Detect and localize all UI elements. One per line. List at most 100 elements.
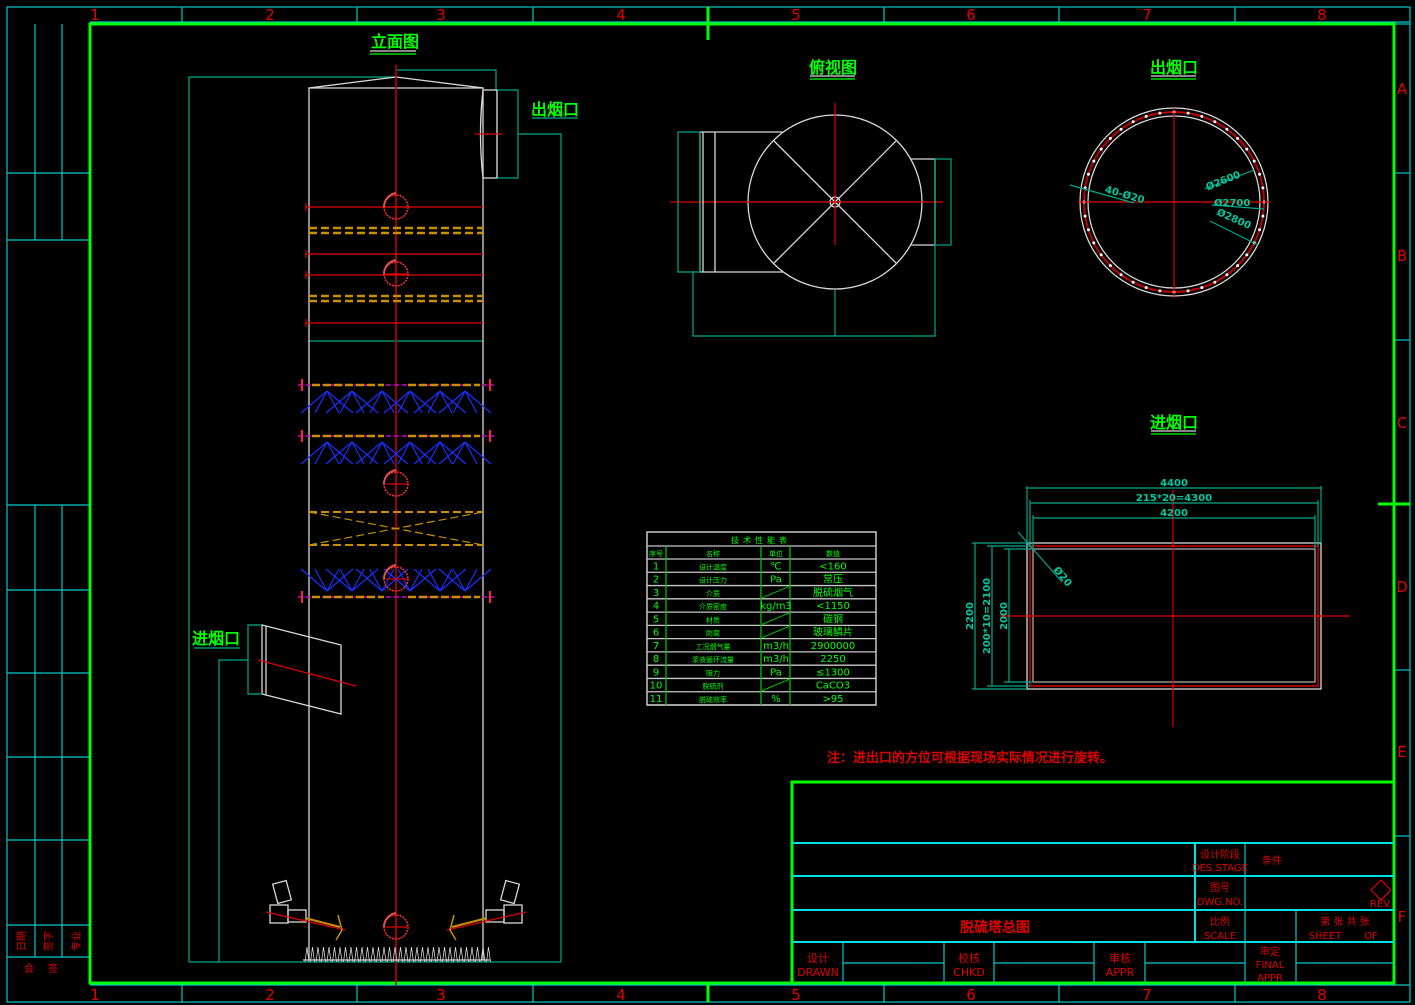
- sparger-tooth: [381, 946, 387, 963]
- grid-column-label: 6: [966, 986, 976, 1004]
- bolt-hole-icon: [1225, 127, 1229, 131]
- bolt-hole-icon: [1225, 273, 1229, 277]
- spray-cone-line: [439, 441, 467, 465]
- sparger-tooth: [370, 946, 376, 963]
- spray-cone-line: [381, 441, 409, 465]
- drawing-title: 脱硫塔总图: [960, 919, 1030, 936]
- spray-cone-line: [351, 390, 379, 414]
- table-slash: [761, 586, 790, 599]
- elevation-outlet-label: 出烟口: [531, 100, 579, 119]
- dwg-no-en: DWG.NO.: [1197, 897, 1244, 908]
- table-cell: 2250: [820, 654, 845, 665]
- table-cell: 9: [653, 667, 659, 678]
- table-cell: Pa: [770, 575, 782, 586]
- bolt-hole-icon: [1119, 127, 1123, 131]
- spray-cone-line: [409, 568, 437, 592]
- table-header: 名称: [706, 549, 720, 558]
- spray-cone-line: [439, 568, 467, 592]
- table-cell: m3/h: [763, 641, 789, 652]
- final-en2: APPR: [1257, 973, 1283, 984]
- elevation-view: 立面图 出烟口 进烟口: [188, 32, 579, 985]
- table-cell: 脱硫剂: [703, 682, 724, 691]
- inlet-width-bolt-dim: 215*20=4300: [1136, 493, 1212, 504]
- table-cell: m3/h: [763, 654, 789, 665]
- table-cell: 3: [653, 588, 659, 599]
- spray-cone-line: [325, 568, 353, 592]
- table-cell: 2900000: [811, 641, 856, 652]
- drawn-cn: 设计: [807, 952, 829, 965]
- spray-cone-line: [413, 568, 441, 592]
- spray-cone-line: [314, 441, 328, 465]
- outlet-flange-view: 出烟口 40-Ø20 Ø2600 Ø2700 Ø2800: [1069, 58, 1270, 298]
- manhole-hinge-icon: [382, 192, 397, 208]
- spray-cone-line: [383, 441, 411, 465]
- table-cell: 1: [653, 561, 659, 572]
- spray-cone-line: [438, 568, 466, 592]
- sparger-tooth: [348, 946, 354, 963]
- scale-en: SCALE: [1204, 931, 1236, 942]
- sparger-tooth: [326, 946, 332, 963]
- sparger-tooth: [442, 946, 447, 963]
- table-cell: ℃: [770, 561, 781, 572]
- drawn-en: DRAWN: [797, 966, 839, 979]
- sparger-tooth: [365, 946, 370, 963]
- grid-column-label: 7: [1142, 6, 1152, 24]
- outlet-d2700-dim: Ø2700: [1214, 197, 1250, 209]
- bolt-hole-icon: [1186, 289, 1190, 293]
- bolt-hole-icon: [1119, 273, 1123, 277]
- spray-cone-line: [381, 568, 409, 592]
- grid-column-label: 7: [1142, 986, 1152, 1004]
- bolt-hole-icon: [1158, 111, 1162, 115]
- spray-cone-line: [464, 568, 478, 592]
- inlet-height-outer-dim: 2200: [965, 602, 976, 630]
- spray-cone-line: [397, 390, 411, 414]
- grid-column-label: 2: [265, 986, 275, 1004]
- manhole-hinge-icon: [382, 912, 397, 928]
- sparger-tooth: [310, 946, 315, 963]
- sparger-tooth: [469, 946, 475, 963]
- table-header: 数值: [826, 549, 840, 558]
- table-cell: 常压: [823, 573, 843, 586]
- grid-row-label: D: [1396, 578, 1408, 596]
- chkd-cn: 校核: [958, 951, 980, 965]
- sparger-tooth: [387, 946, 392, 963]
- spray-cone-line: [452, 568, 466, 592]
- table-cell: <160: [819, 561, 846, 572]
- table-header: 序号: [649, 549, 663, 558]
- appr-en: APPR: [1106, 966, 1135, 979]
- sparger-tooth: [409, 946, 414, 963]
- bolt-hole-icon: [1252, 159, 1256, 163]
- spray-cone-line: [369, 390, 383, 414]
- spray-cone-line: [325, 441, 353, 465]
- bolt-hole-icon: [1092, 241, 1096, 245]
- table-cell: %: [771, 694, 781, 705]
- table-header: 单位: [769, 549, 783, 558]
- spec-table-title: 技术性能表: [731, 535, 791, 545]
- inlet-flange-view: 进烟口 4400 215*20=4300 4200 2200 200*10=21…: [965, 413, 1350, 727]
- sparger-tooth: [475, 946, 480, 963]
- spray-cone-line: [464, 568, 492, 592]
- sparger-tooth: [398, 946, 403, 963]
- bolt-hole-icon: [1200, 286, 1204, 290]
- strip-date-label: 日期: [16, 931, 28, 951]
- grid-row-label: F: [1398, 908, 1407, 926]
- scale-cn: 比例: [1210, 915, 1230, 928]
- sparger-tooth: [343, 946, 348, 963]
- spray-cone-line: [369, 441, 383, 465]
- bolt-hole-icon: [1261, 214, 1265, 218]
- bolt-hole-icon: [1108, 264, 1112, 268]
- table-cell: 5: [653, 614, 659, 625]
- spray-cone-line: [381, 568, 395, 592]
- table-cell: 2: [653, 575, 659, 586]
- spray-cone-line: [326, 568, 340, 592]
- bolt-hole-icon: [1261, 186, 1265, 190]
- grid-row-label: A: [1397, 80, 1408, 98]
- bolt-hole-icon: [1099, 253, 1103, 257]
- sheet-cn: 第 张 共 张: [1320, 915, 1370, 928]
- spray-cone-line: [464, 441, 492, 465]
- spray-cone-line: [427, 441, 441, 465]
- spray-cone-line: [427, 568, 441, 592]
- grid-column-label: 8: [1317, 986, 1327, 1004]
- spray-cone-line: [355, 568, 383, 592]
- outlet-title: 出烟口: [1150, 58, 1198, 77]
